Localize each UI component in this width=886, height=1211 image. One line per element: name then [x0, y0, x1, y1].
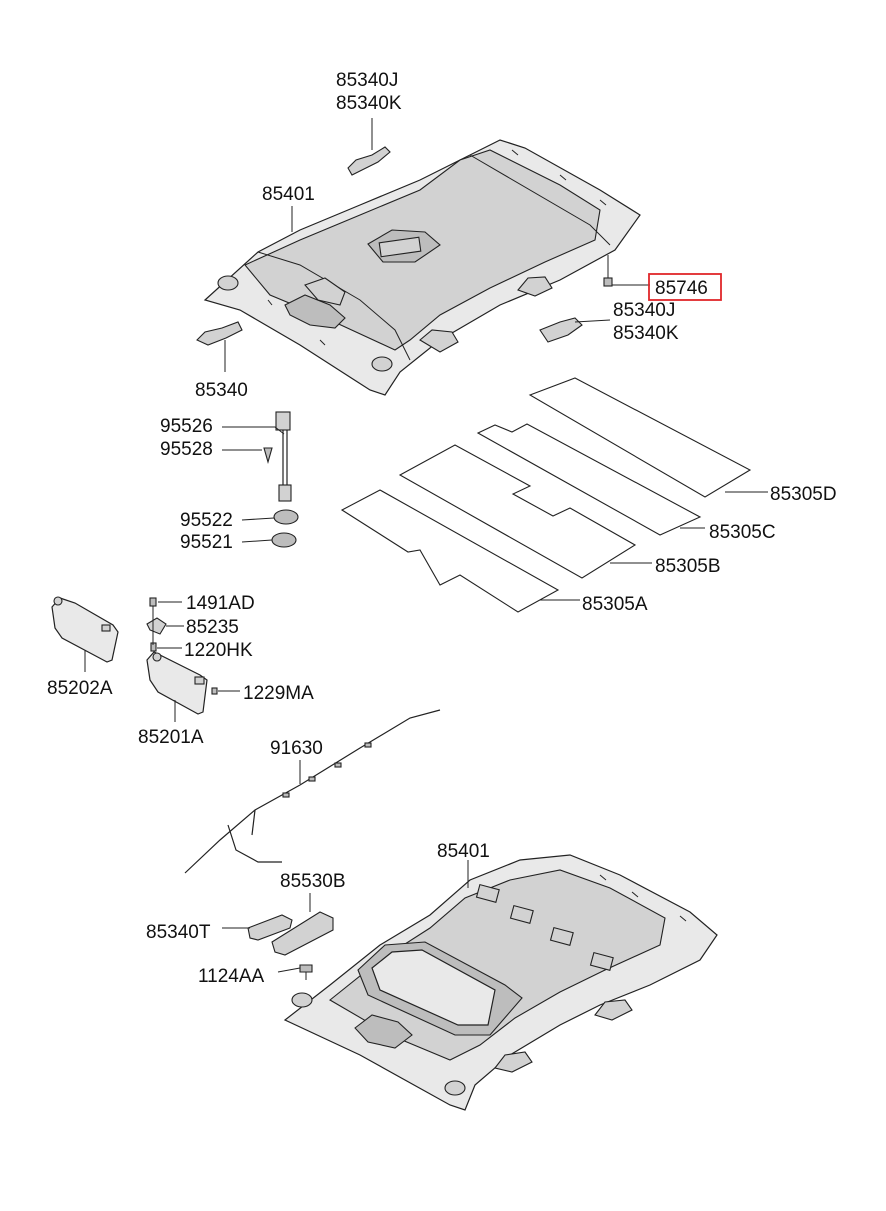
highlight-box-85746	[648, 273, 722, 301]
label-85305a: 85305A	[582, 594, 648, 615]
pad-85305c-drawing	[476, 423, 705, 536]
headliner-lower-drawing	[283, 854, 718, 1111]
sun-visor-85202a-drawing	[51, 596, 119, 672]
label-1491ad: 1491AD	[186, 593, 255, 614]
label-95521: 95521	[180, 532, 233, 553]
label-85401-upper: 85401	[262, 184, 315, 205]
label-85305b: 85305B	[655, 556, 721, 577]
pad-85305d-drawing	[528, 377, 768, 498]
label-85530b: 85530B	[280, 871, 346, 892]
bracket-85530b-drawing	[271, 893, 334, 956]
label-85202a: 85202A	[47, 678, 113, 699]
label-95528: 95528	[160, 439, 213, 460]
headliner-upper-drawing	[203, 139, 641, 396]
grab-handle-85340t-drawing	[222, 914, 293, 941]
bolt-1124aa-drawing	[277, 964, 313, 980]
pad-85305b-drawing	[398, 444, 652, 579]
label-85305c: 85305C	[709, 522, 776, 543]
label-85401-lower: 85401	[437, 841, 490, 862]
label-1220hk: 1220HK	[184, 640, 253, 661]
room-lamp-drawing	[263, 411, 299, 548]
label-85340k-right: 85340K	[613, 323, 679, 344]
label-1229ma: 1229MA	[243, 683, 314, 704]
label-1124aa: 1124AA	[198, 966, 265, 987]
label-95526: 95526	[160, 416, 213, 437]
grab-handle-top-drawing	[347, 118, 391, 176]
label-85340t: 85340T	[146, 922, 211, 943]
grab-handle-left-drawing	[196, 321, 243, 372]
label-85340j-top: 85340J	[336, 70, 398, 91]
label-85305d: 85305D	[770, 484, 837, 505]
label-85340k-top: 85340K	[336, 93, 402, 114]
label-85746[interactable]: 85746	[655, 278, 708, 299]
wiring-91630-drawing	[184, 709, 441, 874]
label-85340: 85340	[195, 380, 248, 401]
sun-visor-85201a-drawing	[146, 651, 208, 722]
visor-bracket-drawing	[146, 597, 240, 695]
label-95522: 95522	[180, 510, 233, 531]
pad-85305a-drawing	[340, 489, 580, 613]
clip-85746-drawing	[603, 255, 650, 287]
grab-handle-right-drawing	[539, 317, 611, 343]
label-91630: 91630	[270, 738, 323, 759]
label-85235: 85235	[186, 617, 239, 638]
label-85201a: 85201A	[138, 727, 204, 748]
label-85340j-right: 85340J	[613, 300, 675, 321]
